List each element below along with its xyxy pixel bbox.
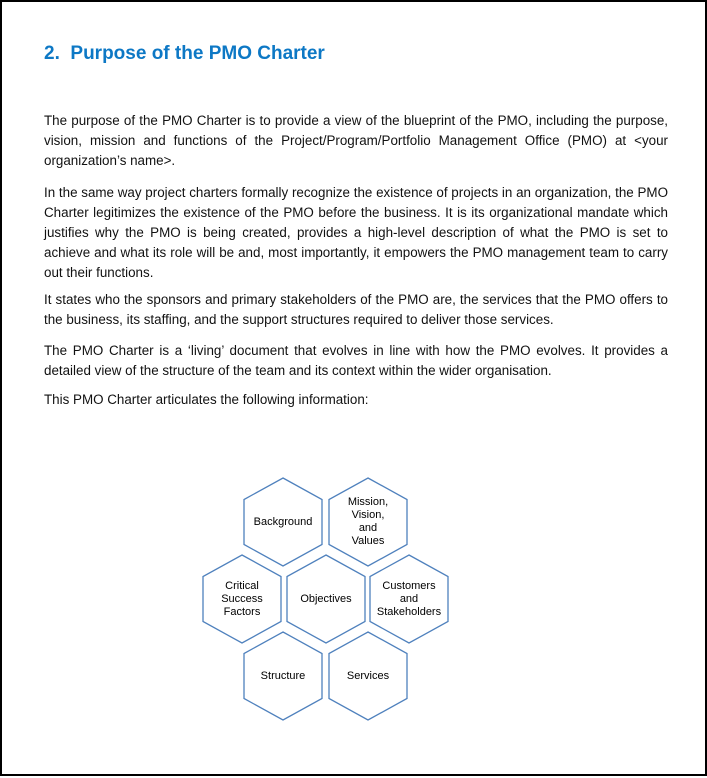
hexagon-label-customers-stakeholders: Customers and Stakeholders [376,579,442,618]
paragraph-living-document: The PMO Charter is a ‘living’ document t… [44,343,668,378]
hexagon-outline-icon [328,631,408,721]
hexagon-outline-icon [286,554,366,644]
hexagon-objectives: Objectives [286,554,366,644]
hexagon-services: Services [328,631,408,721]
hexagon-background: Background [243,477,323,567]
hexagon-label-mission-vision-values: Mission, Vision, and Values [347,496,389,547]
paragraph-legitimacy: In the same way project charters formall… [44,185,668,280]
paragraph-stakeholders: It states who the sponsors and primary s… [44,292,668,327]
hexagon-mission-vision-values: Mission, Vision, and Values [328,477,408,567]
hexagon-outline-icon [243,477,323,567]
section-heading: 2. Purpose of the PMO Charter [44,43,325,64]
hexagon-label-critical-success-factors: Critical Success Factors [221,579,263,618]
paragraph-articulates: This PMO Charter articulates the followi… [44,392,369,407]
hexagon-customers-stakeholders: Customers and Stakeholders [369,554,449,644]
hexagon-outline-icon [202,554,282,644]
hexagon-critical-success-factors: Critical Success Factors [202,554,282,644]
hexagon-outline-icon [328,477,408,567]
hexagon-label-objectives: Objectives [300,592,352,605]
hexagon-outline-icon [243,631,323,721]
hexagon-label-background: Background [253,515,313,528]
hexagon-structure: Structure [243,631,323,721]
paragraph-purpose: The purpose of the PMO Charter is to pro… [44,113,668,168]
hexagon-outline-icon [369,554,449,644]
hexagon-label-structure: Structure [260,669,306,682]
hexagon-label-services: Services [346,669,390,682]
